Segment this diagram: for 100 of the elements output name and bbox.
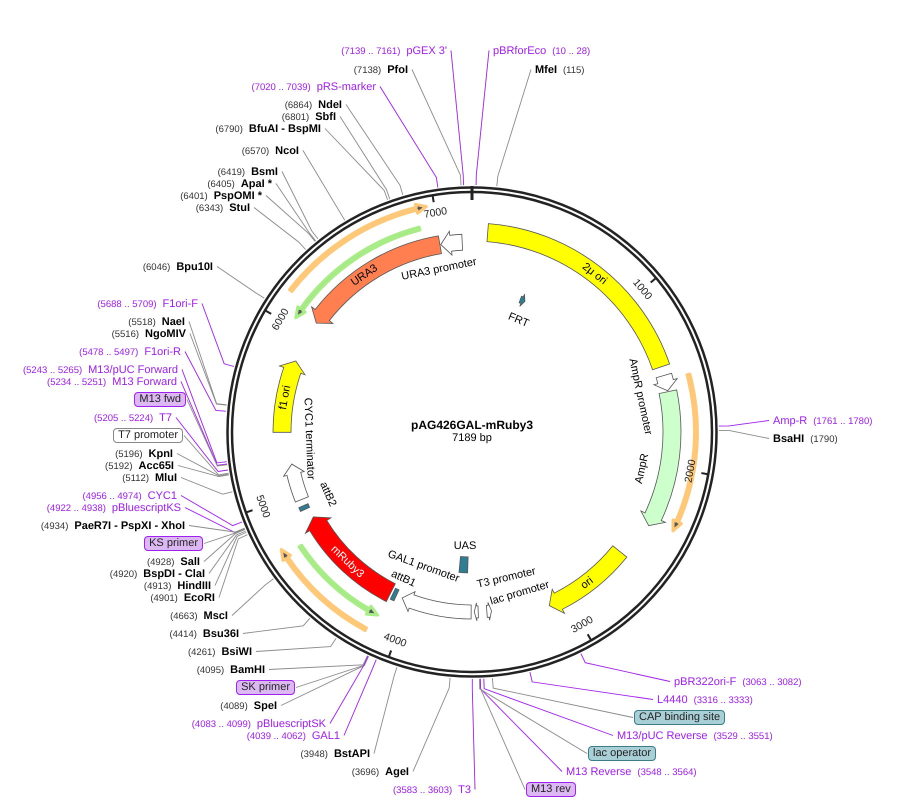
site-position: (4956 .. 4974) [82,491,142,502]
leader-line [529,672,654,700]
leader-line [180,381,228,466]
site-position: (6343) [196,203,224,214]
enzyme-name: PaeR7I - PspXI - XhoI [74,520,185,532]
leader-line [276,183,316,242]
primer-name: pBluescriptSK [256,718,326,730]
primer-name: pBR322ori-F [674,676,736,688]
enzyme-name: PspOMI * [214,190,262,202]
enzyme-name: SalI [180,556,200,568]
primer-name: pBRforEco [493,45,546,57]
enzyme-name: ApaI * [240,178,272,190]
leader-line [180,495,242,526]
primer-name: Amp-R [773,415,808,427]
feature-label: ori [578,574,596,592]
leader-line [374,666,398,754]
enzyme-name: Bpu10I [176,261,213,273]
leader-line [180,477,233,495]
site-position: (6801) [282,112,310,123]
site-position: (5516) [112,329,140,340]
leader-line [188,525,245,533]
site-position: (7138) [354,65,382,76]
leader-line [218,534,248,598]
enzyme-name: Bsu36I [202,628,239,640]
site-position: (4039 .. 4062) [246,731,306,742]
enzyme-name: NgoMIV [145,328,186,340]
primer-name: pBluescriptKS [112,502,181,514]
site-position: (3696) [352,767,380,778]
feature-label: f1 ori [277,384,294,411]
site-position: (3583 .. 3603) [393,785,452,796]
primer-name: T3 [458,784,471,796]
leader-line [472,678,476,790]
site-position: (7139 .. 7161) [341,46,400,57]
site-position: (3063 .. 3082) [742,677,802,688]
enzyme-name: NdeI [318,99,342,111]
feature-label: FRT [506,310,530,330]
primer-name: CYC1 [148,490,177,502]
enzyme-name: MscI [204,610,228,622]
enzyme-name: SpeI [254,700,277,712]
site-position: (4414) [169,629,197,640]
orf-band [280,548,368,632]
site-position: (4928) [146,557,174,568]
enzyme-name: StuI [229,202,250,214]
leader-line [280,656,369,706]
feature-tag: SK primer [236,680,295,695]
leader-line [178,465,230,478]
enzyme-name: BamHI [230,664,265,676]
leader-line [492,678,634,718]
tick-label: 7000 [423,205,448,221]
leader-line [450,50,464,186]
site-position: (5478 .. 5497) [79,347,138,358]
leader-line [496,69,532,187]
feature-tag: KS primer [144,536,203,551]
site-position: (4913) [144,581,172,592]
leader-line [580,653,670,682]
feature-label: URA3 promoter [400,256,478,283]
leader-line [184,351,226,412]
leader-line [324,128,388,200]
leader-line [412,678,451,772]
enzyme-name: MfeI [535,64,557,76]
orf-band [672,372,699,532]
site-position: (6405) [207,179,235,190]
leader-line [186,399,228,466]
primer-name: M13/pUC Reverse [617,730,708,742]
tick-label: 3000 [569,614,596,636]
primer-name: pGEX 3' [406,45,447,57]
leader-line [480,678,562,772]
leader-line [256,638,337,652]
feature-label: attB1 [389,568,418,590]
site-position: (3529 .. 3551) [713,731,773,742]
site-position: (4901) [150,593,178,604]
site-position: (6570) [242,146,270,157]
leader-line [214,532,247,586]
primer-name: F1ori-R [144,346,181,358]
site-position: (1790) [810,434,838,445]
feature-label: 2μ ori [580,260,610,288]
enzyme-name: BspDI - ClaI [143,568,205,580]
primer-name: F1ori-F [162,298,198,310]
site-position: (3948) [300,749,328,760]
leader-line [176,417,228,472]
feature-tag: T7 promoter [113,428,183,443]
site-position: (5518) [128,317,156,328]
enzyme-name: EcoRI [184,592,215,604]
site-position: (5205 .. 5224) [94,413,154,424]
enzyme-name: BsmI [251,166,278,178]
leader-line [478,678,588,754]
leader-line [330,656,369,724]
primer-name: GAL1 [312,730,340,742]
tick-label: 4000 [382,630,408,650]
feature-tag: CAP binding site [634,710,726,725]
leader-line [182,369,228,464]
enzyme-name: MluI [155,472,177,484]
primer-name: L4440 [657,694,688,706]
site-position: (4663) [170,611,198,622]
enzyme-name: BsaHI [773,433,804,445]
leader-line [208,530,246,574]
feature-label: AmpR promoter [626,357,654,436]
leader-line [204,528,246,562]
leader-line [380,86,438,188]
leader-line [242,618,310,634]
